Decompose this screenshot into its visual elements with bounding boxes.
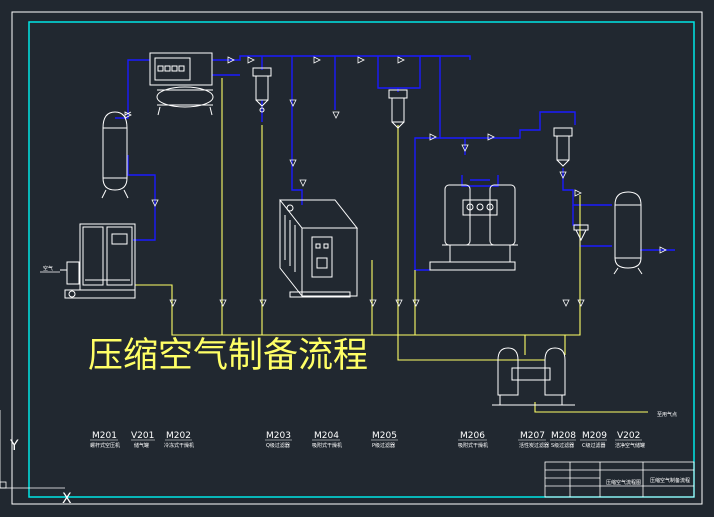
p-grade-filter	[388, 89, 408, 129]
legend-code-m209: M209	[582, 431, 607, 441]
legend-desc-v201: 储气罐	[134, 442, 149, 449]
s-grade-filter	[553, 127, 573, 167]
legend-code-v202: V202	[617, 431, 640, 441]
legend-code-m206: M206	[460, 431, 485, 441]
air-inlet-label: 空气	[43, 265, 53, 272]
air-receiver-tank	[101, 111, 129, 199]
legend-desc-m206: 吸附式干燥机	[458, 442, 488, 449]
ucs-y-label: Y	[9, 438, 19, 454]
drawing-frame	[28, 21, 695, 498]
legend-code-m208: M208	[551, 431, 576, 441]
ucs-x-label: X	[62, 491, 72, 507]
legend-desc-v202: 洁净空气储罐	[615, 442, 645, 449]
blue-pipelines	[115, 55, 675, 271]
legend-desc-m205: P级过滤器	[372, 442, 395, 449]
outlet-label: 至用气点	[657, 411, 677, 418]
diagram-title: 压缩空气制备流程	[88, 336, 368, 376]
lower-adsorption-dryer	[492, 347, 575, 406]
legend-desc-m201: 螺杆式空压机	[90, 442, 120, 449]
legend-desc-m209: C级过滤器	[582, 442, 606, 449]
legend-code-m202: M202	[166, 431, 191, 441]
outer-border	[11, 11, 703, 505]
valves	[124, 56, 667, 307]
legend-code-m203: M203	[266, 431, 291, 441]
refrigerated-dryer	[149, 52, 214, 116]
legend-code-v201: V201	[131, 431, 154, 441]
q-grade-filter	[252, 67, 272, 113]
adsorption-dryer	[429, 184, 518, 271]
legend-desc-m207: 活性炭过滤器	[519, 442, 549, 449]
legend-code-m204: M204	[314, 431, 339, 441]
ucs-axis-icon	[0, 410, 65, 489]
title-block-drawing-name: 压缩空气流程图	[606, 479, 641, 486]
legend-code-m201: M201	[92, 431, 117, 441]
clean-air-tank	[613, 191, 643, 275]
legend-desc-m208: S级过滤器	[551, 442, 574, 449]
title-block-project: 压缩空气制备流程	[650, 477, 690, 484]
legend-desc-m202: 冷冻式干燥机	[164, 442, 194, 449]
c-grade-filter	[573, 224, 589, 242]
title-block	[544, 461, 695, 498]
legend-desc-m204: 吸附式干燥机	[312, 442, 342, 449]
desiccant-dryer	[278, 199, 359, 298]
equipment-legend: M201 螺杆式空压机 V201 储气罐 M202 冷冻式干燥机 M203 Q级…	[90, 431, 645, 449]
legend-code-m207: M207	[520, 431, 545, 441]
screw-air-compressor	[60, 223, 136, 299]
legend-code-m205: M205	[372, 431, 397, 441]
legend-desc-m203: Q级过滤器	[266, 442, 290, 449]
